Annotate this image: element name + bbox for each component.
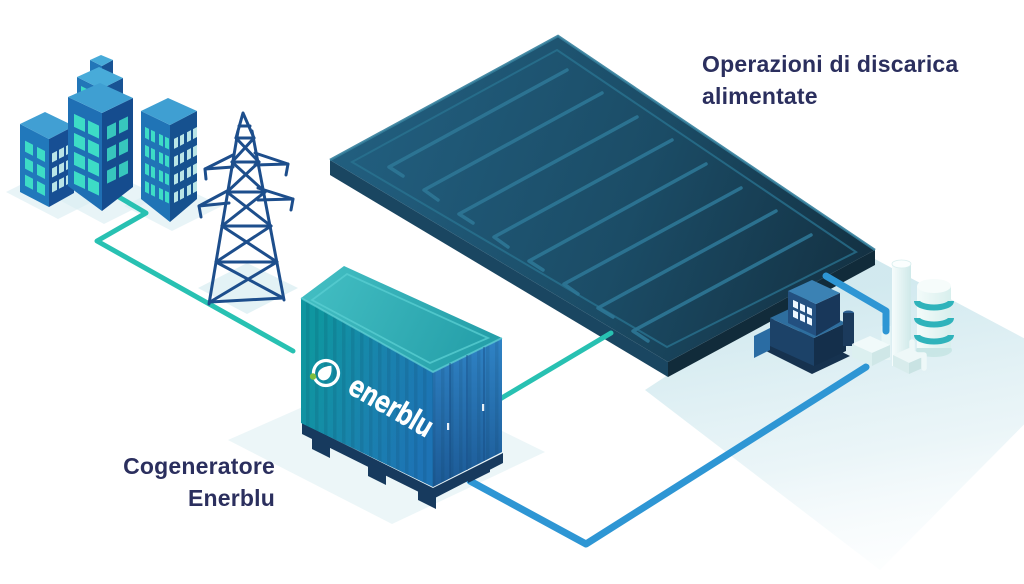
gas-line-landfill-to-plant (822, 272, 891, 360)
gas-line-cogenerator-to-plant (466, 363, 870, 548)
transmission-tower-icon (197, 111, 295, 306)
cogenerator-label: Cogeneratore Enerblu (123, 453, 275, 511)
storage-tank-icon (914, 279, 954, 357)
plant-base-units (852, 336, 927, 374)
building-middle (68, 55, 133, 211)
building-right (141, 98, 197, 222)
landfill-gas-pipes (387, 68, 813, 343)
gas-plant (754, 259, 954, 374)
landfill-operations-label: Operazioni di discarica alimentate (702, 51, 959, 109)
container-pallet (302, 423, 503, 509)
enerblu-flame-icon (309, 358, 341, 388)
power-line-cogenerator-to-landfill (497, 330, 614, 402)
enerblu-container-icon: enerblu (300, 266, 503, 509)
container-doors (447, 347, 485, 478)
power-line-city-to-cogenerator (94, 187, 296, 354)
landfill-panel-icon (329, 34, 876, 377)
gas-engine-icon (754, 280, 854, 374)
city-buildings-icon (20, 55, 197, 222)
chimney-icon (891, 259, 912, 366)
building-left (20, 112, 74, 207)
